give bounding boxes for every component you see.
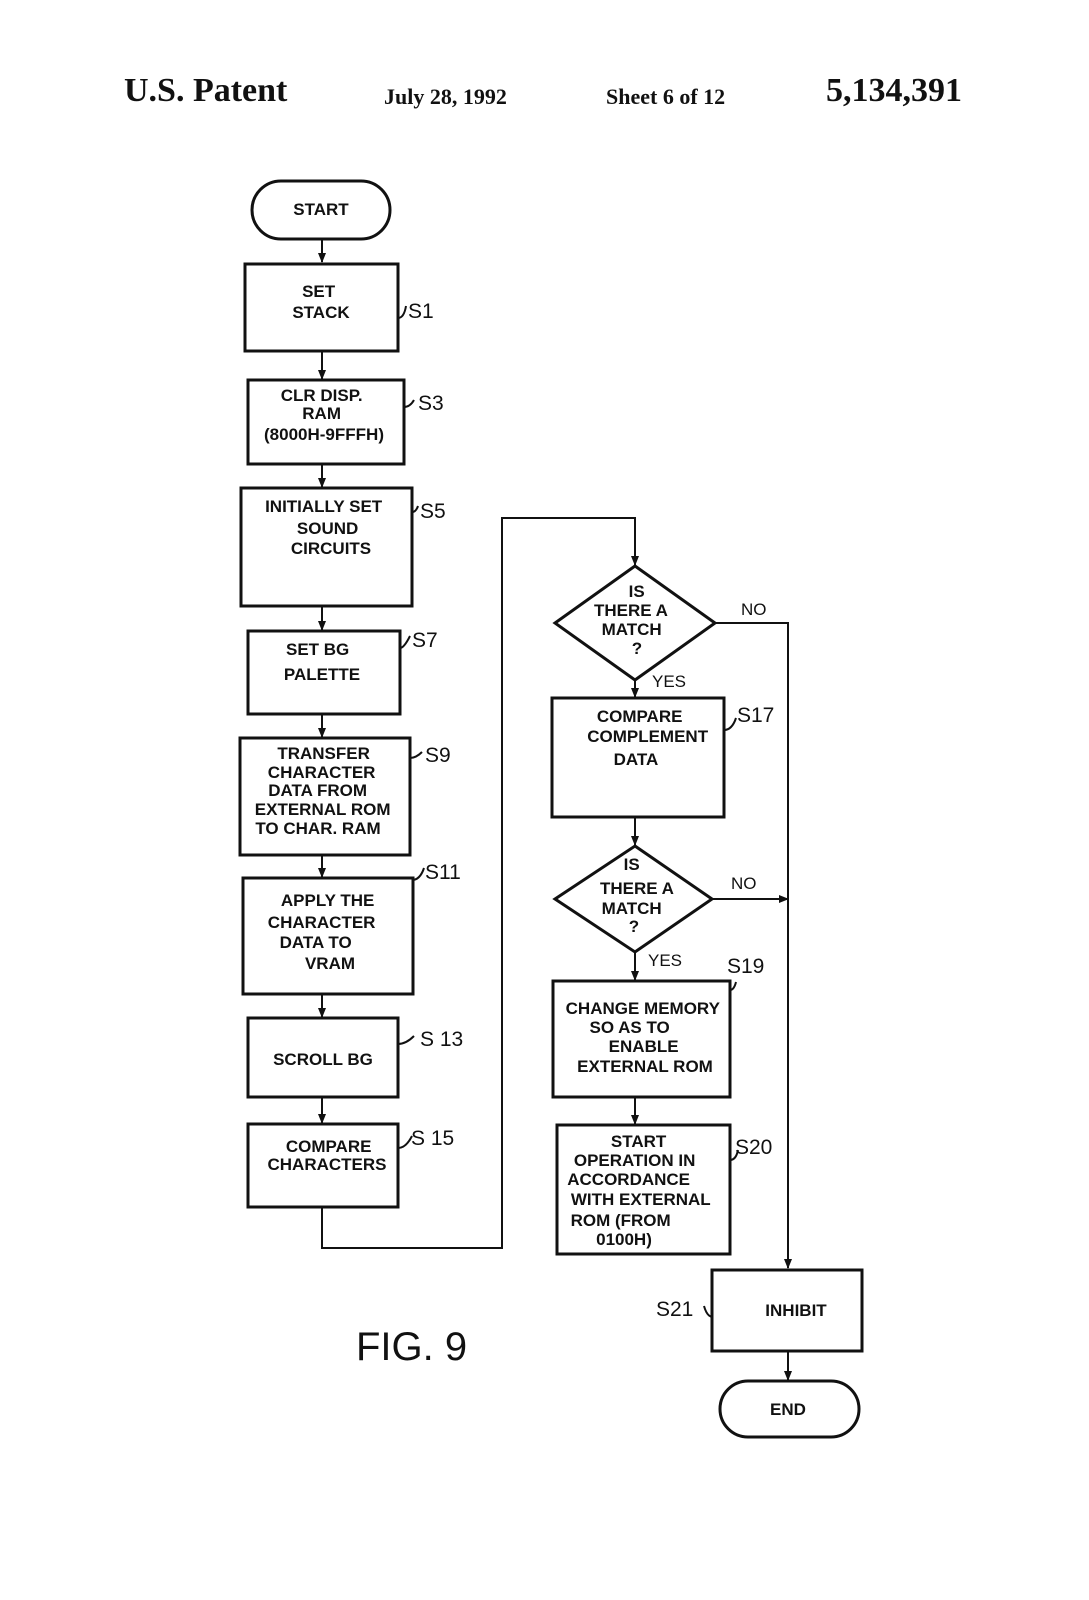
step-s11-text: APPLY THE CHARACTER DATA TO VRAM [268, 891, 380, 973]
connector-lines [318, 240, 792, 1381]
patent-date: July 28, 1992 [384, 84, 507, 109]
step-s3-box: CLR DISP. RAM (8000H-9FFFH) S3 [246, 378, 444, 466]
decision-1-no-label: NO [741, 600, 767, 619]
step-s5-box: INITIALLY SET SOUND CIRCUITS S5 [239, 486, 446, 608]
step-s17-box: COMPARE COMPLEMENT DATA S17 [550, 696, 774, 819]
step-s7-text: SET BG PALETTE [284, 640, 360, 684]
step-s5-label: S5 [420, 500, 446, 523]
start-label: START [293, 200, 349, 219]
step-s3-text: CLR DISP. RAM (8000H-9FFFH) [264, 386, 384, 444]
end-label: END [770, 1400, 806, 1419]
step-s20-text: START OPERATION IN ACCORDANCE WITH EXTER… [567, 1132, 715, 1249]
decision-1: IS THERE A MATCH ? NO YES [552, 564, 767, 691]
step-s13-box: SCROLL BG S 13 [246, 1016, 463, 1099]
step-s20-label: S20 [735, 1136, 772, 1159]
decision-2-no-label: NO [731, 874, 757, 893]
step-s9-box: TRANSFER CHARACTER DATA FROM EXTERNAL RO… [238, 736, 451, 857]
step-s20-box: START OPERATION IN ACCORDANCE WITH EXTER… [555, 1123, 772, 1256]
figure-label: FIG. 9 [356, 1325, 467, 1369]
step-s19-box: CHANGE MEMORY SO AS TO ENABLE EXTERNAL R… [551, 955, 764, 1099]
decision-1-yes-label: YES [652, 672, 686, 691]
step-s19-text: CHANGE MEMORY SO AS TO ENABLE EXTERNAL R… [566, 999, 725, 1076]
patent-title: U.S. Patent [124, 72, 288, 109]
step-s3-label: S3 [418, 392, 444, 415]
step-s11-label: S11 [425, 861, 461, 884]
step-s1-text: SET STACK [292, 282, 350, 322]
step-s9-label: S9 [425, 744, 451, 767]
step-s1-label: S1 [408, 300, 434, 323]
step-s13-label: S 13 [420, 1028, 463, 1051]
step-s7-label: S7 [412, 629, 438, 652]
start-terminal: START [250, 179, 392, 241]
patent-header: U.S. Patent July 28, 1992 Sheet 6 of 12 … [0, 0, 1089, 130]
step-s17-text: COMPARE COMPLEMENT DATA [587, 707, 713, 769]
step-s19-label: S19 [727, 955, 764, 978]
decision-1-text: IS THERE A MATCH ? [594, 582, 672, 658]
step-s21-box: INHIBIT S21 [656, 1268, 864, 1353]
decision-2: IS THERE A MATCH ? NO YES [552, 844, 757, 970]
step-s17-label: S17 [737, 704, 774, 727]
step-s5-text: INITIALLY SET SOUND CIRCUITS [265, 497, 387, 558]
step-s1-box: SET STACK S1 [243, 262, 434, 353]
step-s11-box: APPLY THE CHARACTER DATA TO VRAM S11 [241, 861, 461, 996]
step-s7-box: SET BG PALETTE S7 [246, 629, 438, 716]
end-terminal: END [718, 1379, 861, 1439]
step-s15-label: S 15 [411, 1127, 454, 1150]
step-s9-text: TRANSFER CHARACTER DATA FROM EXTERNAL RO… [255, 744, 395, 838]
step-s15-text: COMPARE CHARACTERS [268, 1137, 387, 1174]
step-s21-label: S21 [656, 1298, 693, 1321]
step-s13-text: SCROLL BG [273, 1050, 373, 1069]
sheet-number: Sheet 6 of 12 [606, 84, 726, 109]
decision-2-text: IS THERE A MATCH ? [600, 855, 678, 936]
step-s21-text: INHIBIT [765, 1301, 827, 1320]
decision-2-yes-label: YES [648, 951, 682, 970]
step-s15-box: COMPARE CHARACTERS S 15 [246, 1122, 454, 1209]
patent-number: 5,134,391 [826, 72, 962, 109]
